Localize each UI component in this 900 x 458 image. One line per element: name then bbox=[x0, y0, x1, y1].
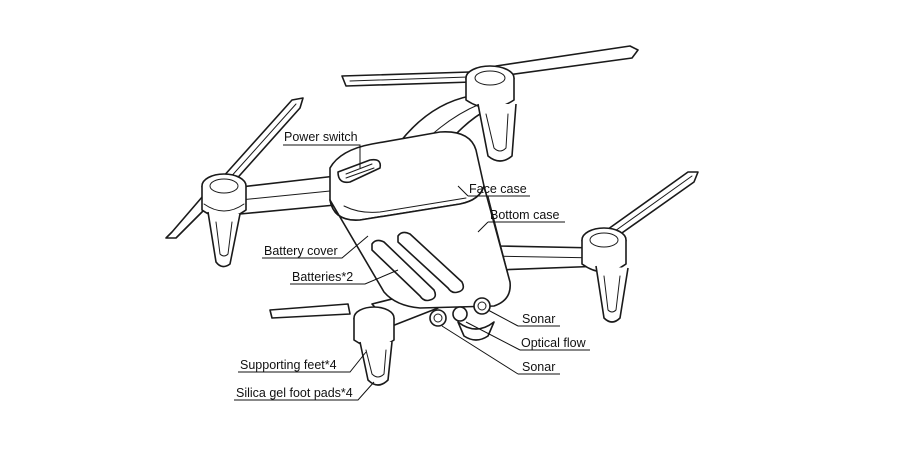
foot-front-right bbox=[477, 103, 517, 162]
motor-rear-left bbox=[353, 306, 395, 348]
propeller-rear-left bbox=[269, 303, 351, 319]
label-sonar-bottom: Sonar bbox=[522, 360, 555, 374]
label-battery-cover: Battery cover bbox=[264, 244, 338, 258]
callout-labels: Power switch Face case Bottom case Batte… bbox=[236, 130, 587, 400]
foot-front-left bbox=[207, 211, 241, 268]
label-foot-pads: Silica gel foot pads*4 bbox=[236, 386, 353, 400]
motor-rear-right bbox=[581, 227, 627, 273]
label-batteries: Batteries*2 bbox=[292, 270, 353, 284]
propeller-rear-right bbox=[603, 171, 699, 241]
label-supporting-feet: Supporting feet*4 bbox=[240, 358, 337, 372]
battery-slots bbox=[371, 231, 465, 302]
label-optical-flow: Optical flow bbox=[521, 336, 587, 350]
foot-rear-right bbox=[595, 265, 629, 323]
label-face-case: Face case bbox=[469, 182, 527, 196]
label-power-switch: Power switch bbox=[284, 130, 358, 144]
foot-rear-left bbox=[359, 341, 393, 386]
motor-front-left bbox=[201, 173, 247, 219]
label-bottom-case: Bottom case bbox=[490, 208, 560, 222]
motor-front-right bbox=[465, 65, 515, 109]
label-sonar-top: Sonar bbox=[522, 312, 555, 326]
sonar-optical-sensors bbox=[429, 297, 495, 341]
leader-lines bbox=[234, 144, 590, 401]
